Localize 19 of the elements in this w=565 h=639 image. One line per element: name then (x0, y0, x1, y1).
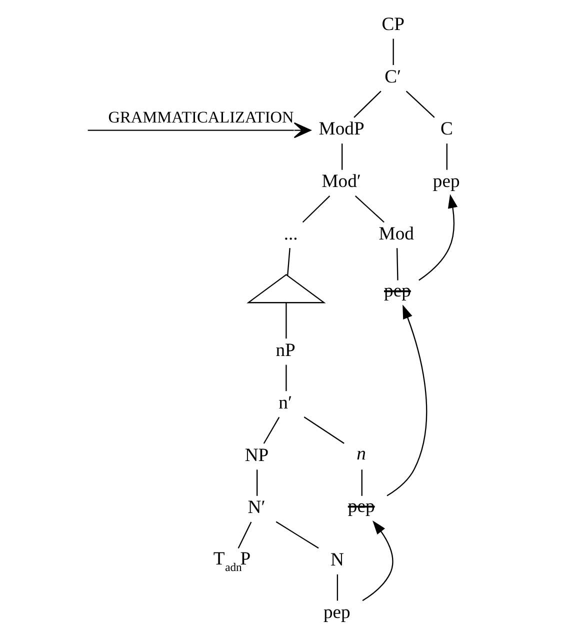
node-text: nP (276, 340, 296, 361)
node-text: CP (382, 14, 404, 35)
node-text: C (440, 118, 453, 140)
node-text: pep (384, 280, 411, 302)
edge-label: GRAMMATICALIZATION (108, 107, 294, 126)
node-text: Mod (378, 224, 414, 244)
node-text: Mod′ (322, 171, 361, 192)
node-text: N′ (248, 497, 266, 518)
node-text: ModP (318, 118, 364, 140)
node-text: NP (244, 444, 269, 466)
node-text: T$_{adn}$P (213, 548, 251, 574)
node-text: n′ (278, 392, 292, 414)
node-text: pep (432, 171, 460, 192)
node-text: pep (348, 496, 375, 517)
node-text: N (330, 550, 344, 571)
node-text: n (356, 444, 366, 465)
node-text: pep (323, 602, 350, 623)
node-text: C′ (384, 66, 402, 88)
node-text: ... (284, 224, 298, 244)
